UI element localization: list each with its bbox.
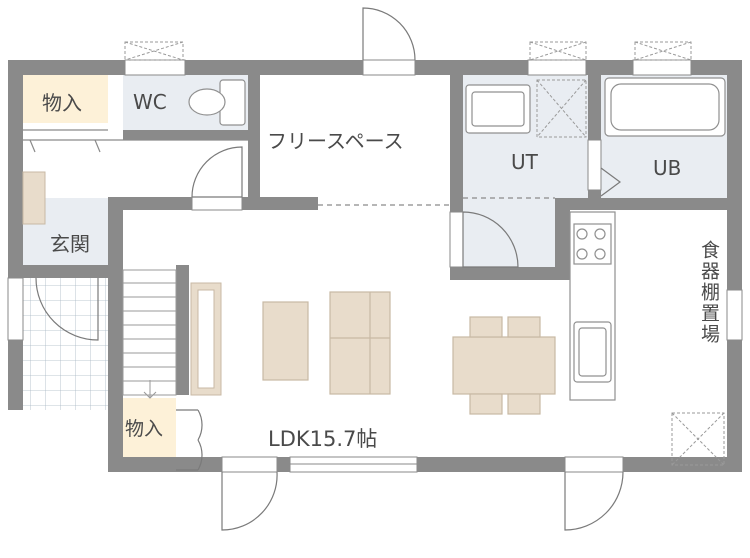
stairs xyxy=(122,269,177,399)
room-label-food-shelf: 食器棚置場 xyxy=(698,240,720,345)
ut-lower-floor xyxy=(463,205,558,267)
closet-lines xyxy=(23,129,250,153)
room-label-ub: UB xyxy=(653,156,682,180)
window-markers xyxy=(124,41,692,61)
doors xyxy=(35,7,624,531)
shelf-space-marker xyxy=(671,412,725,466)
dashed-boundaries xyxy=(318,197,555,206)
room-label-storage-bottom: 物入 xyxy=(125,418,164,440)
tv-board xyxy=(190,282,222,396)
washbasin-fixture xyxy=(465,84,531,134)
room-label-entrance: 玄関 xyxy=(50,232,90,256)
entrance-tile-floor xyxy=(8,278,108,410)
storage-top-floor xyxy=(23,75,108,123)
kitchen-counter xyxy=(569,211,616,401)
washer-space xyxy=(536,79,587,138)
room-label-wc: WC xyxy=(133,90,167,114)
dining-set xyxy=(452,316,556,415)
room-label-ldk: LDK15.7帖 xyxy=(268,427,378,451)
toilet-fixture xyxy=(188,79,246,126)
living-furniture xyxy=(262,291,391,395)
bathtub-fixture xyxy=(604,77,726,137)
shoe-cabinet xyxy=(22,171,46,225)
room-label-storage-top: 物入 xyxy=(42,91,82,115)
room-label-free-space: フリースペース xyxy=(267,129,404,153)
wall-openings xyxy=(7,59,743,473)
room-label-ut: UT xyxy=(511,150,538,174)
